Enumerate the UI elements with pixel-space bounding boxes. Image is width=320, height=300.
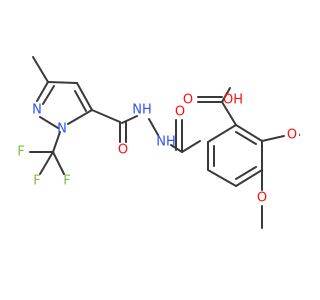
amide-oxygen-label: O	[175, 105, 185, 120]
ring-nitrogen-label: N	[32, 103, 42, 118]
amide-oxygen-label: O	[118, 143, 128, 158]
bond	[207, 124, 237, 143]
bond	[221, 87, 231, 103]
bond	[121, 115, 138, 124]
ring-nitrogen-label: N	[57, 122, 67, 137]
bond	[67, 109, 93, 125]
bond	[207, 169, 237, 187]
bond-lines	[29, 56, 300, 229]
bond	[181, 140, 201, 153]
bond	[47, 81, 78, 84]
bond	[235, 131, 257, 145]
fluorine-label: F	[17, 145, 24, 160]
bond	[32, 56, 49, 83]
bond	[39, 116, 59, 129]
bond	[52, 131, 61, 153]
bond	[235, 169, 263, 187]
methoxy-oxygen-label: O	[287, 128, 297, 143]
fluorine-label: F	[33, 174, 40, 189]
bond	[42, 85, 55, 105]
bond	[221, 101, 237, 126]
fluorine-label: F	[63, 174, 70, 189]
chemical-structure: N N F F F O NH NH O O OH O O	[17, 56, 300, 229]
bond	[261, 135, 285, 142]
bond	[148, 118, 159, 136]
bond	[91, 109, 121, 123]
hydrazide-nh-label: NH	[156, 135, 176, 150]
acid-carbonyl-oxygen-label: O	[183, 93, 193, 108]
hydrazide-nh-label: NH	[132, 103, 152, 118]
bond	[235, 166, 257, 180]
atom-labels: N N F F F O NH NH O O OH O O	[17, 93, 297, 206]
acid-hydroxyl-label: OH	[223, 93, 243, 108]
bond	[235, 124, 263, 142]
bond	[36, 81, 49, 102]
bond	[76, 82, 93, 111]
bond	[52, 151, 65, 175]
methoxy-oxygen-label: O	[257, 191, 267, 206]
bond	[39, 151, 54, 175]
bond	[74, 90, 87, 112]
